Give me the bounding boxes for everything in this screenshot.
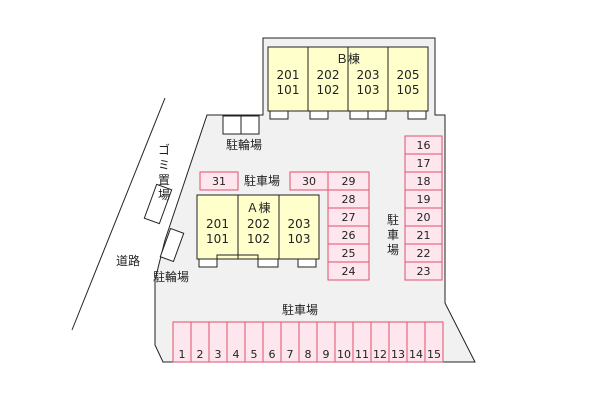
parking-bottom-label: 駐車場 [282, 303, 319, 317]
building-b-unit-4: 205 105 [388, 68, 428, 98]
unit-upper: 203 [356, 68, 380, 82]
building-a-name: Ａ棟 [246, 201, 271, 215]
parking-space-10: 10 [337, 348, 351, 361]
parking-space-9: 9 [322, 348, 330, 361]
unit-lower: 101 [206, 232, 229, 246]
parking-space-31-outline [199, 171, 239, 191]
parking-space-11: 11 [355, 348, 369, 361]
unit-lower: 103 [356, 83, 380, 97]
unit-lower: 103 [287, 232, 311, 246]
building-a-dividers [237, 195, 280, 259]
unit-upper: 205 [396, 68, 420, 82]
parking-space-26: 26 [341, 228, 356, 242]
unit-lower: 105 [396, 83, 420, 97]
building-a-unit-2: 202 102 [238, 217, 279, 247]
bicycle-box-left [159, 227, 185, 263]
parking-space-30-outline [289, 171, 329, 191]
building-a-unit-1: 201 101 [197, 217, 238, 247]
building-a-balconies [198, 258, 317, 268]
building-b-balconies [269, 110, 427, 120]
parking-space-17: 17 [416, 156, 431, 170]
garbage-area-label: ゴミ置場 [157, 143, 170, 202]
road-edge-line [71, 97, 166, 331]
parking-space-3: 3 [214, 348, 222, 361]
parking-space-2: 2 [196, 348, 204, 361]
parking-space-13: 13 [391, 348, 405, 361]
parking-space-20: 20 [416, 210, 431, 224]
building-b-name: Ｂ棟 [335, 52, 360, 66]
unit-upper: 202 [316, 68, 340, 82]
parking-space-23-outline [404, 261, 443, 281]
building-a-unit-3: 203 103 [279, 217, 319, 247]
parking-space-1: 1 [178, 348, 186, 361]
unit-lower: 102 [247, 232, 270, 246]
garbage-area [143, 183, 173, 225]
parking-space-24: 24 [341, 264, 356, 278]
parking-space-15: 15 [427, 348, 441, 361]
parking-right-label: 駐車場 [386, 213, 399, 257]
parking-space-29: 29 [341, 174, 356, 188]
parking-spaces-outlines [172, 135, 444, 363]
building-b-unit-2: 202 102 [308, 68, 348, 98]
parking-space-5: 5 [250, 348, 258, 361]
parking-space-23: 23 [416, 264, 431, 278]
unit-lower: 101 [276, 83, 300, 97]
parking-space-28: 28 [341, 192, 356, 206]
parking-space-25: 25 [341, 246, 356, 260]
unit-upper: 202 [247, 217, 270, 231]
unit-upper: 203 [287, 217, 311, 231]
parking-space-22: 22 [416, 246, 431, 260]
parking-space-30: 30 [302, 174, 316, 188]
parking-space-8: 8 [304, 348, 312, 361]
parking-space-31: 31 [212, 174, 226, 188]
parking-space-4: 4 [232, 348, 240, 361]
road-label: 道路 [116, 254, 141, 268]
building-b-unit-1: 201 101 [268, 68, 308, 98]
parking-space-16: 16 [416, 138, 431, 152]
building-b-dividers [307, 47, 389, 111]
building-a-outline [196, 194, 320, 260]
parking-space-6: 6 [268, 348, 276, 361]
parking-space-12: 12 [373, 348, 387, 361]
parking-middle-label: 駐車場 [244, 174, 281, 188]
parking-space-27: 27 [341, 210, 356, 224]
unit-upper: 201 [276, 68, 300, 82]
bicycle-parking-top-label: 駐輪場 [226, 138, 263, 152]
parking-space-14: 14 [409, 348, 423, 361]
building-b-unit-3: 203 103 [348, 68, 388, 98]
building-a-step-line [216, 254, 259, 259]
parking-space-7: 7 [286, 348, 294, 361]
parking-space-24-outline [327, 261, 370, 281]
unit-lower: 102 [316, 83, 340, 97]
unit-upper: 201 [206, 217, 229, 231]
parking-space-21: 21 [416, 228, 431, 242]
parking-space-15-outline [424, 321, 444, 363]
parking-space-18: 18 [416, 174, 431, 188]
parking-space-19: 19 [416, 192, 431, 206]
bicycle-parking-left-label: 駐輪場 [153, 270, 190, 284]
